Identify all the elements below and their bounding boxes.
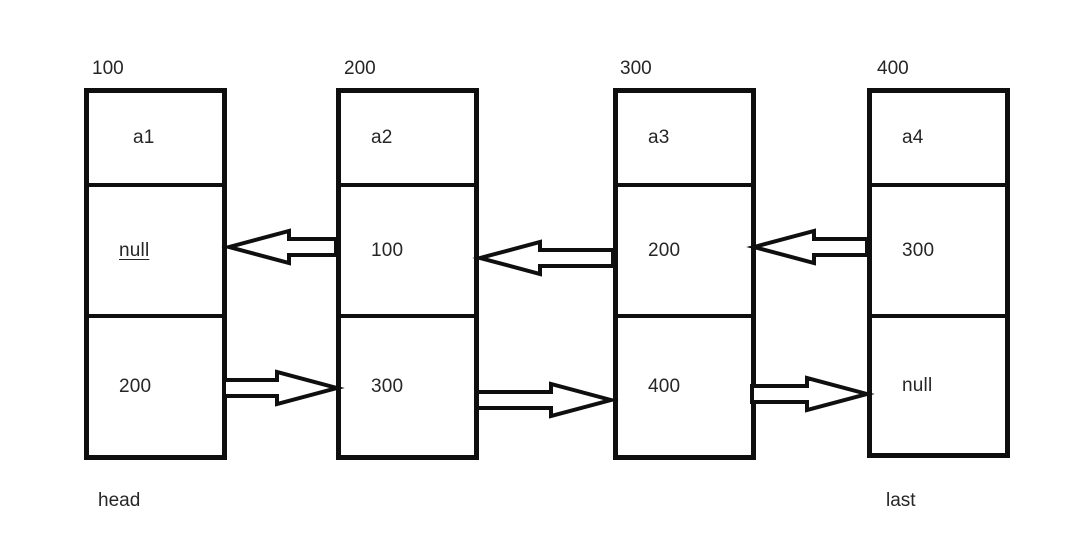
head-label: head: [98, 490, 141, 511]
node-prev-value: null: [119, 239, 150, 261]
last-label: last: [886, 490, 916, 511]
node-prev-value: 300: [902, 239, 935, 261]
next-arrow-100-to-200-icon: [222, 369, 345, 407]
node-address-label: 400: [877, 58, 909, 79]
node-data-cell: a1: [89, 93, 222, 187]
node-data-value: a3: [648, 127, 670, 148]
node-data-value: a1: [133, 127, 155, 148]
node-next-cell: 300: [341, 318, 474, 455]
node-next-value: 400: [648, 375, 681, 397]
node-address-label: 100: [92, 58, 124, 79]
prev-arrow-200-to-100-icon: [221, 228, 338, 266]
node-data-cell: a4: [872, 93, 1005, 187]
node-prev-value: 100: [371, 239, 404, 261]
node-400: a4 300 null: [867, 88, 1010, 458]
next-arrow-200-to-300-icon: [475, 381, 619, 419]
node-data-value: a4: [902, 127, 924, 148]
node-next-value: 300: [371, 375, 404, 397]
node-next-cell: 400: [618, 318, 751, 455]
node-prev-cell: 300: [872, 187, 1005, 318]
node-prev-cell: 100: [341, 187, 474, 318]
node-prev-value: 200: [648, 239, 681, 261]
prev-arrow-400-to-300-icon: [746, 228, 869, 266]
node-next-value: null: [902, 374, 933, 396]
node-data-value: a2: [371, 127, 393, 148]
node-address-label: 300: [620, 58, 652, 79]
node-data-cell: a2: [341, 93, 474, 187]
next-arrow-300-to-400-icon: [750, 375, 875, 413]
prev-arrow-300-to-200-icon: [472, 239, 615, 277]
node-data-cell: a3: [618, 93, 751, 187]
node-address-label: 200: [344, 58, 376, 79]
node-100: a1 null 200: [84, 88, 227, 460]
node-next-value: 200: [119, 375, 152, 397]
node-next-cell: 200: [89, 318, 222, 455]
node-200: a2 100 300: [336, 88, 479, 460]
node-next-cell: null: [872, 318, 1005, 453]
node-prev-cell: 200: [618, 187, 751, 318]
node-300: a3 200 400: [613, 88, 756, 460]
node-prev-cell: null: [89, 187, 222, 318]
